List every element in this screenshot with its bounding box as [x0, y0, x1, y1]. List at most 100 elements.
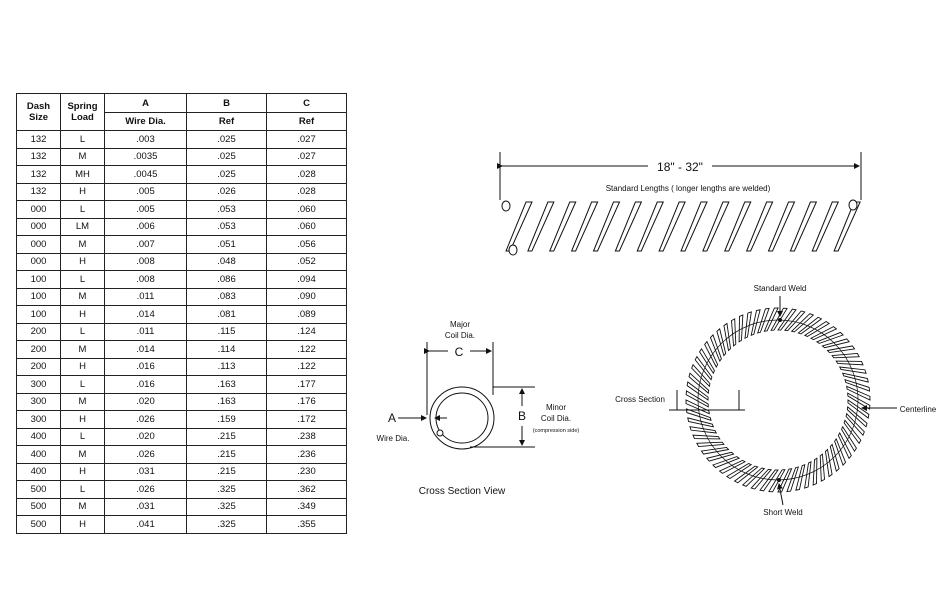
ring-coil — [731, 318, 737, 347]
spring-coil — [745, 201, 774, 252]
ring-coil — [688, 372, 710, 395]
ring-coil — [797, 316, 823, 335]
c-ref-cell: .028 — [266, 165, 347, 184]
ring-coil — [709, 334, 722, 363]
standard-weld-label: Standard Weld — [754, 284, 807, 293]
ring-coil — [744, 311, 752, 340]
ring-coil — [738, 314, 744, 343]
ring-coil — [725, 463, 753, 479]
minor-dia-label-line1: Minor — [546, 403, 566, 412]
ring-coil — [810, 326, 838, 341]
ring-coil — [692, 434, 721, 440]
ring-coil — [777, 308, 797, 331]
a-label: A — [388, 411, 396, 425]
cross-section-label: Cross Section — [615, 395, 665, 404]
ring-coil — [815, 331, 844, 344]
ring-coil — [716, 328, 727, 357]
spring-coil — [767, 201, 796, 252]
ring-coil — [844, 378, 871, 392]
length-note: Standard Lengths ( longer lengths are we… — [606, 184, 771, 193]
short-weld-label: Short Weld — [763, 508, 802, 517]
cross-section-drawing: Major Coil Dia. C A Wire Dia. B Minor Co… — [377, 320, 580, 497]
ring-coil — [687, 417, 715, 428]
ring-coil — [837, 432, 852, 460]
cross-section-caption: Cross Section View — [419, 486, 506, 497]
ring-spring-drawing: Standard Weld Short Weld Cross Section C… — [615, 284, 937, 517]
ring-coil — [841, 425, 857, 453]
c-ref-cell: .027 — [266, 130, 347, 149]
spring-coil — [702, 201, 730, 252]
c-label: C — [455, 345, 464, 359]
spring-coil — [592, 201, 621, 252]
ring-coil — [700, 447, 730, 455]
ring-coils — [685, 307, 871, 493]
major-dia-label-line2: Coil Dia. — [445, 331, 475, 340]
dash-size-cell: 500 — [16, 515, 61, 534]
spring-coil — [570, 201, 599, 252]
length-label: 18" - 32" — [657, 160, 703, 174]
ring-coil — [841, 372, 869, 383]
spring-coil — [789, 201, 818, 252]
ring-coil — [706, 451, 735, 462]
ring-coil — [829, 443, 840, 472]
spring-coil — [811, 201, 840, 252]
ring-coil — [768, 469, 786, 493]
ring-coil — [723, 322, 731, 352]
spring-coil — [549, 201, 577, 252]
ring-coil — [691, 363, 711, 388]
minor-dia-label-line2: Coil Dia. — [541, 414, 571, 423]
spring-end-cap — [848, 199, 858, 211]
spring-coil — [658, 201, 686, 252]
spring-coil — [614, 201, 643, 252]
b-label: B — [518, 409, 526, 423]
ring-coil — [694, 355, 713, 381]
ring-coil — [718, 459, 746, 474]
ring-coil — [712, 456, 741, 469]
wire-dia-label: Wire Dia. — [377, 434, 410, 443]
ring-coil — [733, 465, 759, 484]
spring-coil — [680, 201, 708, 252]
compression-side-note: (compression side) — [533, 428, 580, 434]
spring-end-cap — [508, 244, 518, 256]
spring-coil — [527, 201, 555, 252]
wire-cross-section — [436, 429, 444, 437]
ring-coil — [750, 309, 761, 337]
spring-end-cap — [501, 200, 511, 212]
ring-coil — [699, 347, 715, 375]
ring-coil — [795, 463, 806, 491]
ring-coil — [783, 310, 806, 332]
ring-coil — [689, 426, 718, 434]
ring-coil — [704, 340, 719, 368]
ring-coil — [803, 321, 831, 337]
ring-coil — [831, 353, 860, 359]
spring-spec-table: Dash Size Spring Load A B C Wire Dia. Re… — [16, 93, 347, 534]
spring-coils — [501, 199, 861, 256]
ring-coil — [696, 441, 725, 447]
ring-coil — [819, 453, 825, 482]
ring-coil — [834, 437, 847, 466]
standard-weld-point — [778, 318, 782, 322]
short-weld-arrow — [776, 483, 784, 506]
spring-coil — [833, 201, 861, 252]
c-ref-cell: .027 — [266, 147, 347, 166]
spring-coil — [724, 201, 752, 252]
ring-coil — [685, 390, 709, 408]
spring-coil — [505, 201, 533, 252]
ring-coil — [846, 385, 871, 401]
major-dia-label-line1: Major — [450, 320, 470, 329]
spring-coil — [636, 201, 665, 252]
ring-coil — [812, 457, 818, 486]
ring-coil — [759, 469, 779, 492]
